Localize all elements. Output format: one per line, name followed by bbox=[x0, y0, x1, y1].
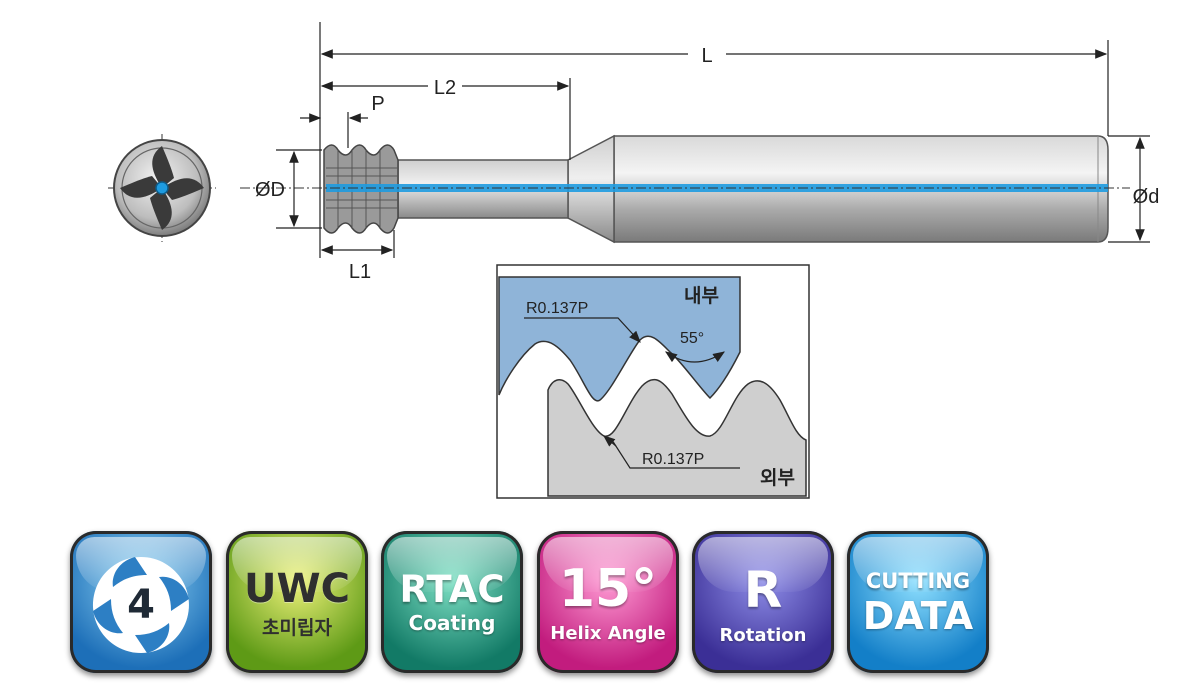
badge-main-text: R bbox=[743, 561, 783, 619]
flute-count-badge: 4 bbox=[70, 531, 212, 673]
coating-badge: RTAC Coating bbox=[381, 531, 523, 673]
end-view bbox=[108, 134, 216, 242]
shank-offset-length-label: L2 bbox=[434, 77, 456, 99]
badge-sub-text: Rotation bbox=[719, 625, 807, 646]
outer-radius-label: R0.137P bbox=[642, 451, 704, 468]
overall-length-label: L bbox=[701, 45, 712, 67]
tool-body bbox=[240, 134, 1130, 244]
helix-angle-badge: 15° Helix Angle bbox=[537, 531, 679, 673]
badge-sub-text: Coating bbox=[408, 611, 496, 635]
badge-main-text: CUTTING bbox=[865, 569, 971, 593]
shank-diameter-label: Ød bbox=[1133, 186, 1160, 208]
badge-main-text: 15° bbox=[558, 559, 658, 619]
badge-sub-text: DATA bbox=[862, 594, 974, 638]
inner-radius-label: R0.137P bbox=[526, 300, 588, 317]
badge-sub-text: Helix Angle bbox=[550, 623, 666, 644]
cutting-diameter-label: ØD bbox=[255, 179, 285, 201]
badge-sub-text: 초미립자 bbox=[262, 617, 332, 639]
badge-main-text: 4 bbox=[127, 582, 155, 628]
badge-main-text: UWC bbox=[244, 566, 350, 612]
rotation-badge: R Rotation bbox=[692, 531, 834, 673]
outer-label: 외부 bbox=[760, 467, 795, 489]
coolant-hole-icon bbox=[155, 181, 169, 195]
inner-label: 내부 bbox=[684, 285, 719, 307]
four-flute-icon bbox=[92, 557, 189, 653]
material-badge: UWC 초미립자 bbox=[226, 531, 368, 673]
tool-drawing: L L2 P ØD Ød L1 R0.137P R0.137P 55° 내부 외… bbox=[108, 22, 1160, 499]
angle-label: 55° bbox=[680, 330, 704, 347]
badge-main-text: RTAC bbox=[399, 568, 505, 611]
cutting-length-label: L1 bbox=[349, 261, 371, 283]
cutting-data-badge[interactable]: CUTTING DATA bbox=[847, 531, 989, 673]
pitch-label: P bbox=[371, 93, 384, 115]
thread-profile-detail: R0.137P R0.137P 55° 내부 외부 bbox=[496, 264, 810, 499]
feature-badges: 4 UWC 초미립자 RTAC Coating 15° Helix Angle … bbox=[70, 531, 990, 676]
